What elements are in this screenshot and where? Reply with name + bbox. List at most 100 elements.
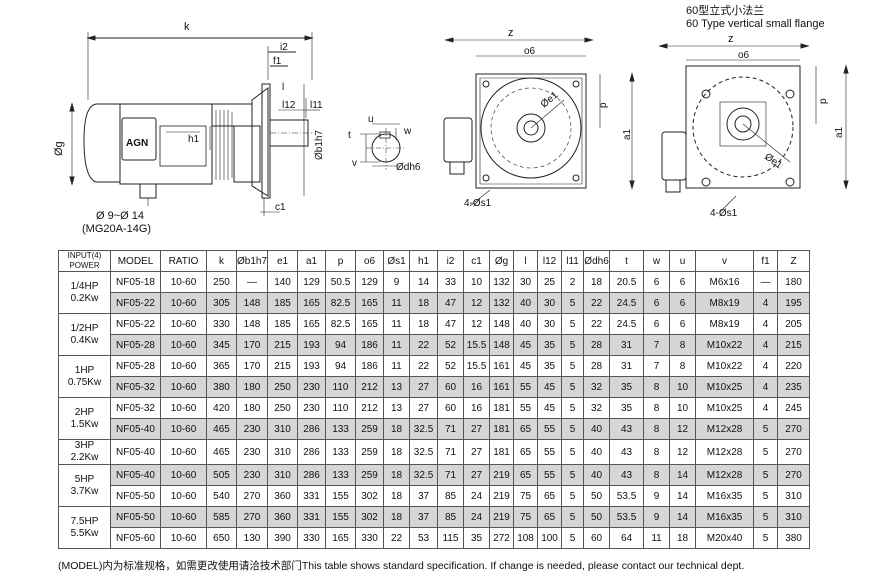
table-cell: 45 xyxy=(537,376,563,398)
table-cell: 9 xyxy=(643,506,671,528)
column-header: Øs1 xyxy=(383,250,411,272)
table-cell: 270 xyxy=(777,439,811,465)
table-cell: NF05-40 xyxy=(110,464,161,486)
table-cell: 5 xyxy=(561,527,585,549)
dim-p-label: p xyxy=(598,102,609,108)
table-cell: 10-60 xyxy=(160,506,207,528)
table-cell: NF05-40 xyxy=(110,439,161,465)
table-cell: 18 xyxy=(383,439,411,465)
flange-dim-o6-label: o6 xyxy=(738,50,750,61)
table-cell: NF05-60 xyxy=(110,527,161,549)
table-cell: 18 xyxy=(409,292,439,314)
table-cell: 165 xyxy=(297,292,327,314)
dim-h1-label: h1 xyxy=(188,134,200,145)
column-header: a1 xyxy=(297,250,327,272)
table-cell: 60 xyxy=(583,527,611,549)
table-cell: NF05-28 xyxy=(110,334,161,356)
table-cell: 22 xyxy=(583,313,611,335)
table-cell: 235 xyxy=(777,376,811,398)
flange-dim-a1-label: a1 xyxy=(834,126,845,138)
column-header: e1 xyxy=(267,250,299,272)
table-cell: NF05-22 xyxy=(110,292,161,314)
table-cell: 18 xyxy=(409,313,439,335)
table-cell: 6 xyxy=(643,292,671,314)
table-cell: 30 xyxy=(537,292,563,314)
table-cell: 10-60 xyxy=(160,313,207,335)
table-cell: 22 xyxy=(383,527,411,549)
table-cell: 5 xyxy=(753,527,779,549)
table-cell: 53.5 xyxy=(609,485,645,507)
power-hp: 7.5HP xyxy=(70,515,99,527)
table-cell: 55 xyxy=(513,397,539,419)
dim-e1-label: Øe1 xyxy=(539,89,561,110)
table-cell: 32.5 xyxy=(409,418,439,440)
flange-title-en: 60 Type vertical small flange xyxy=(686,18,825,30)
column-header: o6 xyxy=(355,250,385,272)
table-cell: 170 xyxy=(235,334,269,356)
table-cell: 4 xyxy=(753,397,779,419)
table-cell: 4 xyxy=(753,292,779,314)
table-cell: 132 xyxy=(489,292,515,314)
table-cell: 35 xyxy=(537,355,563,377)
dim-g-label: Øg xyxy=(53,141,65,156)
table-cell: 286 xyxy=(297,418,327,440)
table-cell: 181 xyxy=(489,439,515,465)
table-cell: 133 xyxy=(325,418,357,440)
dim-k-label: k xyxy=(184,21,190,33)
table-cell: 27 xyxy=(409,397,439,419)
table-cell: 45 xyxy=(537,397,563,419)
power-hp: 5HP xyxy=(74,473,95,485)
table-cell: 110 xyxy=(325,397,357,419)
table-cell: 65 xyxy=(513,439,539,465)
table-cell: 220 xyxy=(777,355,811,377)
table-cell: 12 xyxy=(669,418,697,440)
table-cell: 10-60 xyxy=(160,334,207,356)
table-cell: M10x25 xyxy=(695,376,755,398)
table-cell: 32.5 xyxy=(409,439,439,465)
table-cell: 331 xyxy=(297,485,327,507)
flange-dim-p-label: p xyxy=(818,98,829,104)
table-cell: 55 xyxy=(537,464,563,486)
table-cell: 28 xyxy=(583,334,611,356)
flange-title-cn: 60型立式小法兰 xyxy=(686,3,764,17)
table-cell: 259 xyxy=(355,464,385,486)
table-cell: 5 xyxy=(561,292,585,314)
table-cell: NF05-50 xyxy=(110,485,161,507)
table-cell: 50 xyxy=(583,506,611,528)
dim-u-label: u xyxy=(368,114,374,125)
table-cell: 6 xyxy=(643,313,671,335)
table-cell: 45 xyxy=(513,355,539,377)
table-cell: 10 xyxy=(463,271,491,293)
table-cell: 219 xyxy=(489,485,515,507)
table-cell: 55 xyxy=(537,439,563,465)
table-cell: 219 xyxy=(489,464,515,486)
table-cell: 165 xyxy=(297,313,327,335)
table-cell: 270 xyxy=(235,506,269,528)
table-cell: 165 xyxy=(325,527,357,549)
table-cell: 230 xyxy=(235,418,269,440)
table-cell: 230 xyxy=(235,439,269,465)
table-cell: 259 xyxy=(355,418,385,440)
table-cell: 330 xyxy=(206,313,237,335)
table-cell: 230 xyxy=(297,376,327,398)
table-cell: 43 xyxy=(609,464,645,486)
table-cell: 250 xyxy=(267,397,299,419)
column-header: c1 xyxy=(463,250,491,272)
table-cell: 64 xyxy=(609,527,645,549)
column-header: RATIO xyxy=(160,250,207,272)
table-cell: 193 xyxy=(297,355,327,377)
table-cell: 15.5 xyxy=(463,355,491,377)
table-cell: 14 xyxy=(669,506,697,528)
table-cell: 230 xyxy=(297,397,327,419)
table-cell: 32 xyxy=(583,397,611,419)
table-cell: 14 xyxy=(669,464,697,486)
dim-b1-label: Øb1h7 xyxy=(314,130,325,160)
table-cell: 22 xyxy=(583,292,611,314)
table-cell: 32 xyxy=(583,376,611,398)
table-cell: 35 xyxy=(463,527,491,549)
